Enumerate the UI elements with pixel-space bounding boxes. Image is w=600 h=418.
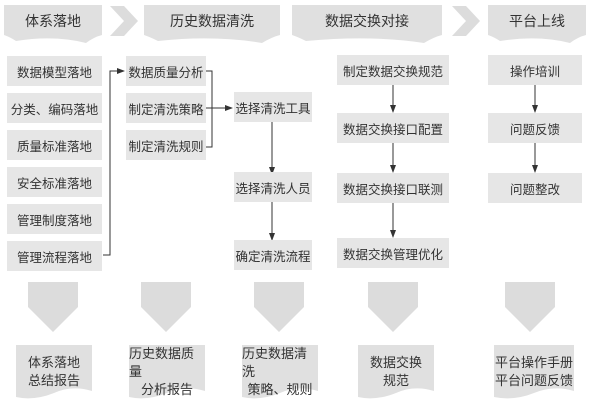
banner-shape — [292, 5, 442, 43]
output-line1: 平台操作手册 — [494, 356, 573, 371]
phase-title: 体系落地 — [25, 14, 81, 30]
phase3-flow-step: 数据交换接口联测 — [337, 173, 449, 203]
output-document: 历史数据清洗 策略、规则 — [242, 345, 318, 401]
output-document: 数据交换 规范 — [358, 345, 434, 401]
chevron-right-icon — [110, 6, 138, 40]
output-line2: 分析报告 — [140, 383, 193, 398]
chevron-right-icon — [452, 6, 480, 40]
phase-header-4: 平台上线 — [488, 5, 586, 43]
output-document: 平台操作手册 平台问题反馈 — [494, 345, 574, 401]
down-arrow-icon — [28, 282, 78, 336]
phase-header-1: 体系落地 — [4, 5, 102, 43]
connector-bracket — [206, 70, 213, 148]
output-document: 历史数据质量 分析报告 — [129, 345, 205, 401]
down-arrow-icon — [505, 282, 555, 336]
phase2-left-item: 制定清洗策略 — [126, 93, 206, 123]
phase1-item: 安全标准落地 — [7, 167, 102, 197]
output-line1: 数据交换 — [369, 356, 422, 371]
phase-header-3: 数据交换对接 — [292, 5, 442, 43]
down-arrow-icon — [254, 282, 304, 336]
phase1-item: 管理流程落地 — [7, 241, 102, 271]
phase-title: 数据交换对接 — [325, 14, 409, 30]
banner-shape — [488, 5, 586, 43]
phase1-item: 分类、编码落地 — [7, 93, 102, 123]
phase4-flow-step: 问题反馈 — [488, 113, 582, 143]
phase2-flow-step: 选择清洗工具 — [234, 92, 312, 122]
output-line2: 总结报告 — [27, 374, 80, 389]
phase3-flow-step: 数据交换接口配置 — [337, 113, 449, 143]
phase-header-2: 历史数据清洗 — [144, 5, 280, 43]
document-shape — [494, 345, 574, 399]
phase2-left-item: 数据质量分析 — [126, 56, 206, 86]
output-line2: 平台问题反馈 — [494, 374, 573, 389]
output-line1: 体系落地 — [27, 356, 80, 371]
document-shape — [242, 345, 318, 399]
output-line1: 历史数据质量 — [129, 347, 195, 380]
phase2-flow-step: 选择清洗人员 — [234, 172, 312, 202]
output-line2: 策略、规则 — [247, 383, 313, 398]
phase-title: 平台上线 — [509, 14, 565, 30]
phase-title: 历史数据清洗 — [170, 14, 254, 30]
down-arrow-icon — [141, 282, 191, 336]
connector-phase1-to-quality-analysis — [103, 68, 125, 256]
phase1-item: 管理制度落地 — [7, 204, 102, 234]
document-shape — [358, 345, 434, 399]
banner-shape — [144, 5, 280, 43]
document-shape — [16, 345, 92, 399]
output-document: 体系落地 总结报告 — [16, 345, 92, 401]
phase2-flow-step: 确定清洗流程 — [234, 240, 312, 270]
output-line1: 历史数据清洗 — [242, 347, 308, 380]
output-line2: 规范 — [382, 374, 409, 389]
document-shape — [129, 345, 205, 399]
phase3-flow-step: 制定数据交换规范 — [337, 55, 449, 85]
phase4-flow-step: 操作培训 — [488, 55, 582, 85]
phase3-flow-step: 数据交换管理优化 — [337, 238, 449, 268]
down-arrow-icon — [368, 282, 418, 336]
phase4-flow-step: 问题整改 — [488, 173, 582, 203]
phase2-left-item: 制定清洗规则 — [126, 130, 206, 160]
phase1-item: 质量标准落地 — [7, 130, 102, 160]
phase1-item: 数据模型落地 — [7, 56, 102, 86]
banner-shape — [4, 5, 102, 43]
